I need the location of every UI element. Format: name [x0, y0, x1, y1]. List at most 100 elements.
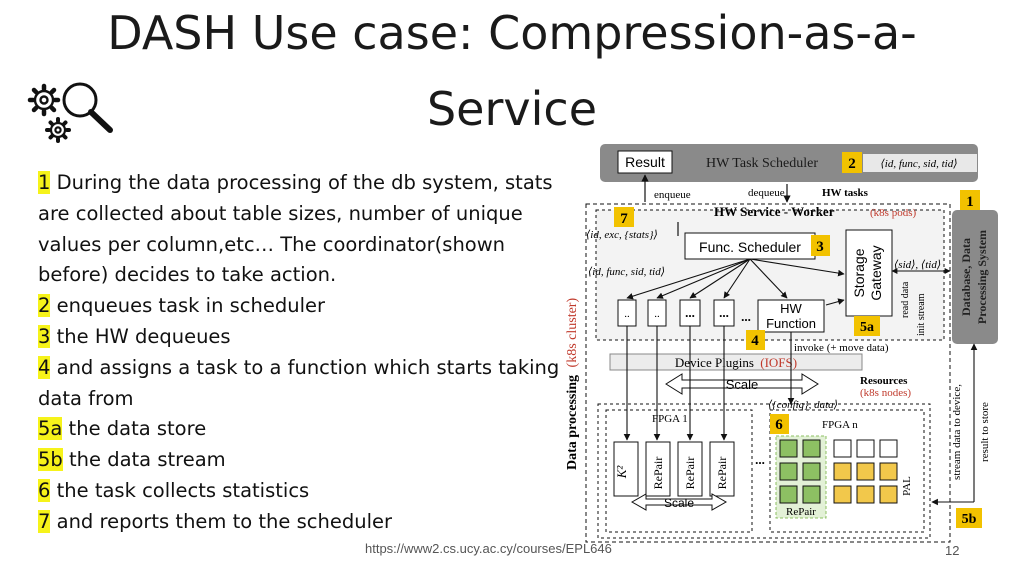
description-item: 2 enqueues task in scheduler [38, 291, 568, 322]
stream-data-line-1: stream data to device, [951, 384, 963, 480]
description-item: 7 and reports them to the scheduler [38, 507, 568, 538]
step-number-badge: 7 [38, 509, 51, 533]
database-system-bar [952, 210, 998, 344]
k8s-pods-label: (k8s pods) [870, 207, 916, 219]
device-plugins-label: Device Plugins [675, 355, 754, 370]
config-label: ⟨{config}, data⟩ [768, 399, 838, 411]
invoke-label: invoke (+ move data) [794, 342, 889, 354]
step-number-badge: 5b [38, 448, 63, 472]
tuple-7: ⟨id, exc, {stats}⟩ [586, 229, 658, 241]
db-system-line-1: Database, Data [959, 238, 973, 316]
fpga-1-box [605, 409, 753, 533]
repair-unit-label: RePair [715, 457, 729, 490]
scale-arrow-bottom [630, 493, 728, 511]
badge-7-label: 7 [620, 211, 628, 227]
badge-1-label: 1 [966, 194, 974, 210]
tuple-2-box [863, 154, 977, 172]
yellow-cells [833, 462, 898, 504]
step-text: the data store [62, 417, 207, 441]
step-number-badge: 3 [38, 324, 51, 348]
description-item: 6 the task collects statistics [38, 476, 568, 507]
step-number-badge: 6 [38, 478, 51, 502]
function-slot-label: .. [654, 308, 660, 320]
description-item: 1 During the data processing of the db s… [38, 168, 568, 291]
service-worker-label: HW Service - Worker [714, 204, 835, 219]
enqueue-label: enqueue [654, 189, 691, 201]
scale-label-bottom: Scale [664, 496, 694, 510]
small-gear-icon [45, 117, 71, 143]
badge-5b-label: 5b [962, 512, 977, 527]
scheduler-label: HW Task Scheduler [706, 156, 818, 171]
tuple-3: ⟨id, func, sid, tid⟩ [588, 266, 665, 278]
data-processing-label: Data processing (k8s cluster) [565, 298, 580, 470]
result-box [617, 150, 673, 174]
step-number-badge: 4 [38, 355, 51, 379]
repair-block-label: RePair [786, 506, 816, 518]
result-label: Result [625, 154, 665, 170]
resources-label: Resources [860, 375, 908, 387]
step-text: enqueues task in scheduler [50, 294, 326, 318]
step-text: and reports them to the scheduler [50, 509, 392, 533]
resources-box [597, 403, 931, 539]
green-cells [779, 439, 821, 504]
function-slot-label: ... [719, 305, 729, 320]
repair-unit-label: RePair [683, 457, 697, 490]
scale-label-top: Scale [726, 377, 759, 392]
badge-7 [614, 207, 634, 227]
repair-unit [677, 441, 703, 497]
step-number-badge: 1 [38, 171, 51, 194]
badge-4-label: 4 [751, 333, 759, 349]
footer-url: https://www2.cs.ucy.ac.cy/courses/EPL646 [365, 541, 612, 556]
invoke-arrows [623, 326, 795, 441]
title-line-2: Service [426, 82, 597, 136]
fpga-n-label: FPGA n [822, 419, 858, 431]
description-item: 5a the data store [38, 414, 568, 445]
db-system-line-2: Processing System [975, 230, 989, 324]
badge-5a [854, 316, 880, 336]
k8s-nodes-label: (k8s nodes) [860, 387, 911, 399]
description-item: 4 and assigns a task to a function which… [38, 353, 568, 415]
fpga-ellipsis: ... [755, 452, 765, 467]
k2-label: K² [614, 465, 629, 480]
dequeue-label: dequeue [748, 187, 785, 199]
step-text: During the data processing of the db sys… [38, 171, 553, 287]
badge-6 [770, 414, 789, 434]
stream-data-line-2: result to store [979, 402, 991, 462]
badge-4 [746, 330, 765, 350]
badge-2-label: 2 [848, 156, 856, 172]
fan-out-arrows [626, 258, 845, 306]
storage-gateway-line-1: Storage [851, 248, 867, 297]
description-list: 1 During the data processing of the db s… [38, 168, 568, 538]
badge-5b [956, 508, 982, 528]
repair-unit-label: RePair [651, 457, 665, 490]
tuple-2: ⟨id, func, sid, tid⟩ [880, 158, 957, 170]
function-slot-label: ... [685, 305, 695, 320]
step-number-badge: 5a [38, 417, 63, 441]
badge-5a-label: 5a [860, 320, 874, 335]
step-number-badge: 2 [38, 294, 51, 318]
k2-unit [613, 441, 639, 497]
magnifier-icon [62, 82, 113, 133]
k8s-cluster-text: (k8s cluster) [565, 298, 580, 368]
repair-unit [645, 441, 671, 497]
hw-function-line-1: HW [780, 301, 802, 316]
fpga-1-label: FPGA 1 [652, 413, 688, 425]
description-item: 3 the HW dequeues [38, 322, 568, 353]
fpga-1-units: K² RePair RePair RePair [613, 441, 735, 497]
step-text: the HW dequeues [50, 324, 231, 348]
device-plugins-text: Device Plugins (IOFS) [675, 355, 797, 370]
iofs-label: (IOFS) [760, 355, 797, 370]
sid-tid-label: ⟨sid⟩, ⟨tid⟩ [894, 259, 941, 271]
badge-6-label: 6 [775, 417, 783, 433]
gear-icon [27, 83, 61, 117]
title-line-1: DASH Use case: Compression-as-a- [107, 6, 917, 60]
device-plugins-bar [609, 353, 863, 371]
scale-arrow-top [665, 373, 819, 395]
function-slot-label: .. [624, 308, 630, 320]
pal-label: PAL [901, 476, 913, 496]
storage-gateway-line-2: Gateway [868, 245, 884, 300]
badge-1 [960, 190, 980, 210]
k8s-cluster-box [585, 203, 951, 543]
hw-task-scheduler-bar [600, 144, 978, 182]
page-title: DASH Use case: Compression-as-a- Service [0, 6, 1024, 136]
